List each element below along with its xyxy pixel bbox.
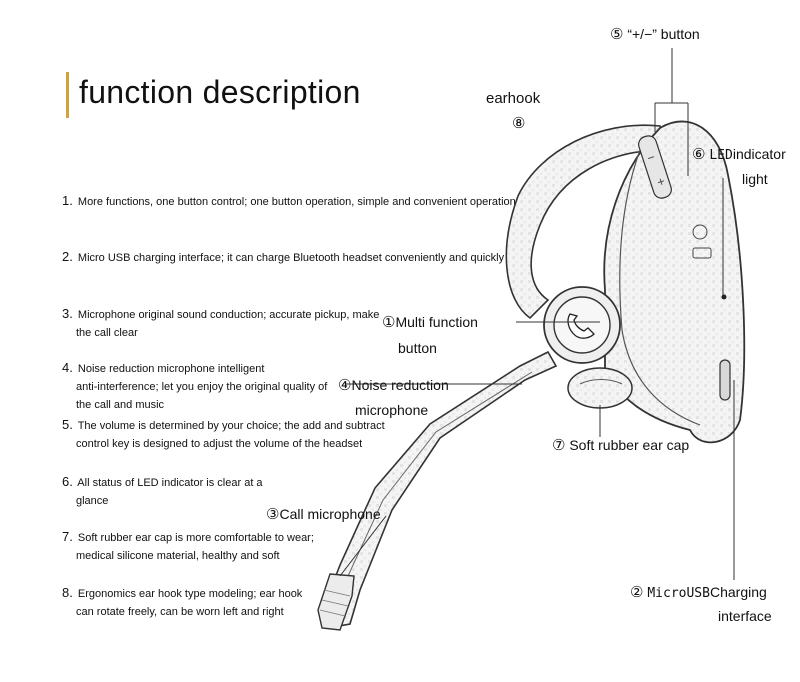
volume-button-strip bbox=[638, 135, 672, 199]
feature-item-4: 4. Noise reduction microphone intelligen… bbox=[62, 359, 327, 414]
callout-number: ⑧ bbox=[512, 115, 526, 132]
callout-call-mic: ③Call microphone bbox=[266, 502, 381, 527]
callout-label-led: LED bbox=[709, 148, 733, 163]
feature-text: Microphone original sound conduction; ac… bbox=[77, 309, 380, 321]
feature-number: 3. bbox=[62, 306, 73, 321]
feature-text: can rotate freely, can be worn left and … bbox=[76, 606, 284, 618]
feature-text: More functions, one button control; one … bbox=[77, 196, 516, 208]
svg-text:+: + bbox=[656, 176, 667, 189]
body-side-panel bbox=[619, 149, 701, 426]
callout-number: ② bbox=[630, 584, 644, 601]
callout-number: ⑤ bbox=[610, 26, 624, 43]
feature-number: 2. bbox=[62, 249, 73, 264]
callout-led: ⑥ LEDindicator bbox=[692, 142, 786, 168]
callout-label: light bbox=[742, 171, 768, 187]
callout-number: ④ bbox=[338, 377, 352, 394]
callout-label: Multi function bbox=[395, 314, 478, 330]
callout-label: interface bbox=[718, 608, 772, 624]
body-logo-mark bbox=[692, 224, 708, 240]
page-title: function description bbox=[79, 74, 361, 110]
ear-cap-ridges bbox=[579, 379, 623, 385]
feature-number: 4. bbox=[62, 360, 73, 375]
feature-item-7: 7. Soft rubber ear cap is more comfortab… bbox=[62, 528, 314, 565]
feature-number: 1. bbox=[62, 193, 73, 208]
callout-label: button bbox=[398, 340, 437, 356]
feature-item-3: 3. Microphone original sound conduction;… bbox=[62, 305, 379, 342]
callout-label: microphone bbox=[355, 402, 429, 418]
callout-ear-cap: ⑦ Soft rubber ear cap bbox=[552, 433, 689, 458]
svg-text:−: − bbox=[646, 152, 657, 165]
callout-noise-mic-line2: microphone bbox=[355, 398, 428, 423]
feature-text: glance bbox=[76, 495, 109, 507]
feature-number: 5. bbox=[62, 417, 73, 432]
earhook bbox=[505, 124, 665, 320]
callout-multi-function-line2: button bbox=[398, 336, 437, 361]
feature-text: All status of LED indicator is clear at … bbox=[77, 477, 263, 489]
callout-label: Charging bbox=[709, 584, 767, 600]
feature-number: 7. bbox=[62, 529, 73, 544]
callout-led-line2: light bbox=[742, 167, 768, 192]
callout-earhook: earhook bbox=[486, 86, 540, 111]
feature-text: anti-interference; let you enjoy the ori… bbox=[76, 381, 328, 393]
callout-usb: ② MicroUSBCharging bbox=[630, 580, 767, 606]
feature-text: the call and music bbox=[76, 399, 165, 411]
multi-function-button bbox=[553, 296, 611, 354]
feature-text: The volume is determined by your choice;… bbox=[77, 420, 385, 432]
callout-usb-line2: interface bbox=[718, 604, 772, 629]
call-microphone-tip bbox=[317, 573, 355, 631]
feature-text: Ergonomics ear hook type modeling; ear h… bbox=[77, 588, 303, 600]
feature-item-1: 1. More functions, one button control; o… bbox=[62, 192, 516, 211]
feature-text: Micro USB charging interface; it can cha… bbox=[77, 252, 505, 264]
callout-label-usb: MicroUSB bbox=[647, 586, 710, 601]
callout-label: “+/−” button bbox=[627, 26, 700, 42]
feature-item-5: 5. The volume is determined by your choi… bbox=[62, 416, 385, 453]
feature-text: medical silicone material, healthy and s… bbox=[76, 550, 280, 562]
callout-label: Call microphone bbox=[279, 506, 381, 522]
callout-label: Soft rubber ear cap bbox=[569, 437, 690, 453]
feature-item-8: 8. Ergonomics ear hook type modeling; ea… bbox=[62, 584, 302, 621]
callout-number: ① bbox=[382, 314, 396, 331]
phone-icon bbox=[567, 313, 595, 339]
led-indicator-dot bbox=[721, 294, 727, 300]
feature-number: 8. bbox=[62, 585, 73, 600]
callout-noise-mic: ④Noise reduction bbox=[338, 373, 449, 398]
callout-volume-button: ⑤ “+/−” button bbox=[610, 22, 700, 47]
callout-label: Noise reduction bbox=[351, 377, 449, 393]
title-accent-bar bbox=[66, 72, 69, 118]
callout-earhook-number: ⑧ bbox=[512, 111, 525, 136]
callout-number: ⑦ bbox=[552, 437, 566, 454]
callout-label: earhook bbox=[486, 90, 541, 107]
feature-text: control key is designed to adjust the vo… bbox=[76, 438, 363, 450]
callout-label: indicator bbox=[732, 146, 786, 162]
feature-item-2: 2. Micro USB charging interface; it can … bbox=[62, 248, 504, 267]
callout-number: ③ bbox=[266, 506, 280, 523]
body-label-mark bbox=[692, 247, 712, 259]
feature-text: the call clear bbox=[76, 327, 138, 339]
callout-multi-function: ①Multi function bbox=[382, 310, 478, 335]
ear-cap bbox=[567, 367, 633, 409]
feature-item-6: 6. All status of LED indicator is clear … bbox=[62, 473, 263, 510]
leader-lines bbox=[339, 48, 735, 580]
feature-text: Soft rubber ear cap is more comfortable … bbox=[77, 532, 314, 544]
callout-number: ⑥ bbox=[692, 146, 706, 163]
feature-number: 6. bbox=[62, 474, 73, 489]
feature-text: Noise reduction microphone intelligent bbox=[77, 363, 265, 375]
boom-arm-ridge bbox=[347, 371, 533, 577]
micro-usb-port bbox=[719, 359, 731, 401]
